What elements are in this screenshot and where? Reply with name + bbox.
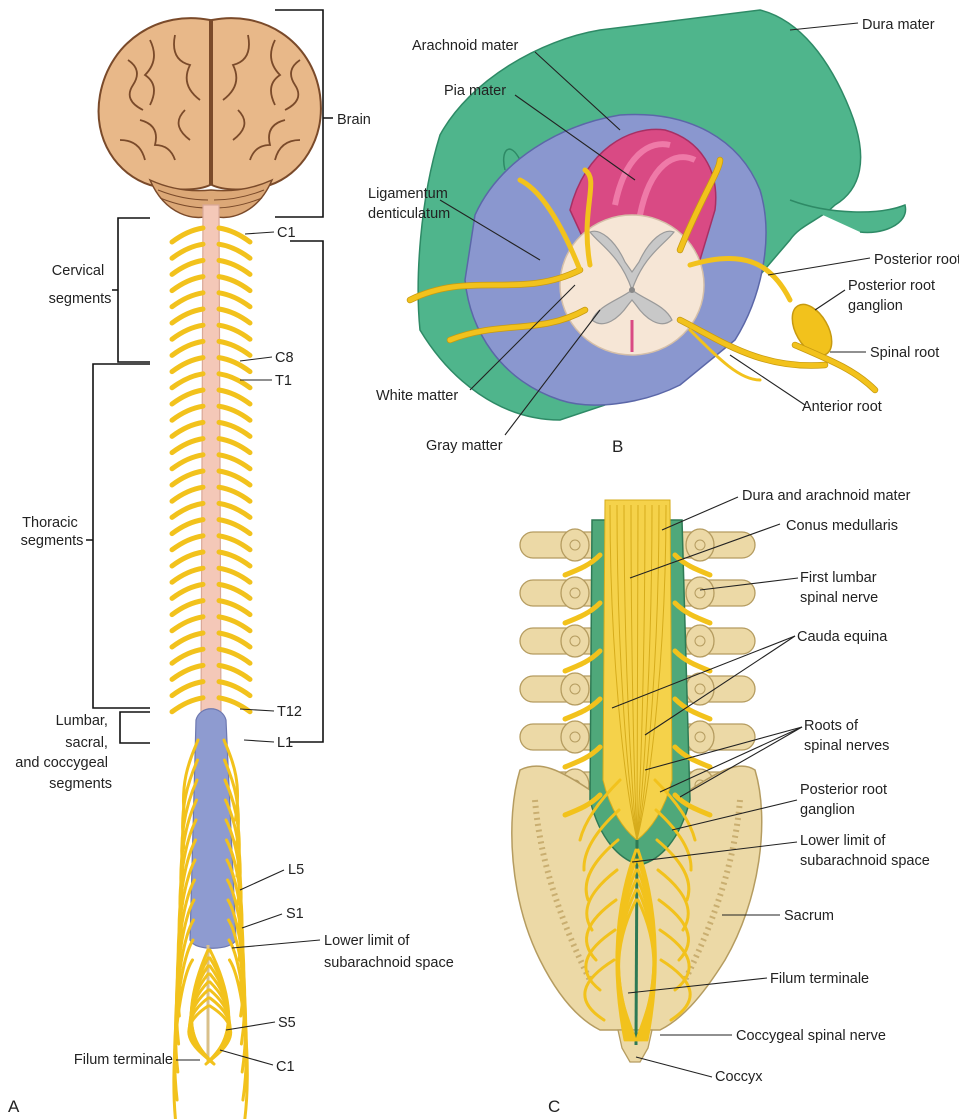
label-lumbar-sacral-coccygeal: Lumbar, sacral, and coccygeal segments: [15, 713, 112, 792]
label-t1: T1: [275, 373, 292, 389]
label-posterior-root: Posterior root: [874, 252, 959, 268]
label-c1-top: C1: [277, 225, 296, 241]
thoracic-bracket: [86, 363, 150, 709]
label-lower-limit-c: Lower limit of subarachnoid space: [800, 833, 930, 869]
panel-b-illustration: [406, 9, 907, 421]
label-lower-limit-a: Lower limit of subarachnoid space: [324, 933, 454, 971]
label-conus-medullaris: Conus medullaris: [786, 518, 898, 534]
label-filum-terminale-c: Filum terminale: [770, 971, 869, 987]
label-s1: S1: [286, 906, 304, 922]
brain-bracket: [275, 9, 333, 218]
label-ligamentum-denticulatum: Ligamentum denticulatum: [368, 186, 452, 222]
label-gray-matter: Gray matter: [426, 438, 503, 454]
label-t12: T12: [277, 704, 302, 720]
lumbar-bracket: [119, 711, 150, 744]
label-thoracic-segments: Thoracic segments: [21, 515, 84, 549]
label-first-lumbar: First lumbar spinal nerve: [800, 570, 881, 606]
label-sacrum: Sacrum: [784, 908, 834, 924]
brain-illustration: [97, 17, 322, 219]
label-spinal-root: Spinal root: [870, 345, 939, 361]
label-arachnoid-mater: Arachnoid mater: [412, 38, 519, 54]
panel-a-leaders: [176, 231, 321, 1066]
panel-b-leaders: [439, 22, 871, 436]
label-l1: L1: [277, 735, 293, 751]
label-pia-mater: Pia mater: [444, 83, 506, 99]
label-posterior-root-ganglion-b: Posterior root ganglion: [848, 278, 939, 314]
label-dura-mater: Dura mater: [862, 17, 935, 33]
c1-l1-bracket: [290, 240, 324, 743]
label-white-matter: White matter: [376, 388, 458, 404]
panel-c-leaders: [611, 496, 803, 1078]
panel-label-a: A: [8, 1097, 20, 1116]
label-cauda-equina: Cauda equina: [797, 629, 888, 645]
panel-c-illustration: [511, 499, 763, 1063]
spinal-cord: [200, 204, 222, 721]
label-brain: Brain: [337, 112, 371, 128]
label-l5: L5: [288, 862, 304, 878]
spinal-nerves-a: [169, 225, 253, 1119]
label-dura-arachnoid: Dura and arachnoid mater: [742, 488, 911, 504]
label-c1-bottom: C1: [276, 1059, 295, 1075]
label-coccygeal-nerve: Coccygeal spinal nerve: [736, 1028, 886, 1044]
label-filum-terminale-a: Filum terminale: [74, 1052, 173, 1068]
label-cervical-segments: Cervical segments: [49, 263, 112, 307]
label-c8: C8: [275, 350, 294, 366]
label-s5: S5: [278, 1015, 296, 1031]
label-anterior-root: Anterior root: [802, 399, 882, 415]
label-coccyx: Coccyx: [715, 1069, 763, 1085]
panel-label-c: C: [548, 1097, 560, 1116]
panel-a-illustration: [97, 17, 322, 1119]
panel-label-b: B: [612, 437, 623, 456]
label-posterior-root-ganglion-c: Posterior root ganglion: [800, 782, 891, 818]
label-roots-spinal-nerves: Roots of spinal nerves: [804, 718, 889, 754]
cervical-bracket: [112, 217, 150, 363]
